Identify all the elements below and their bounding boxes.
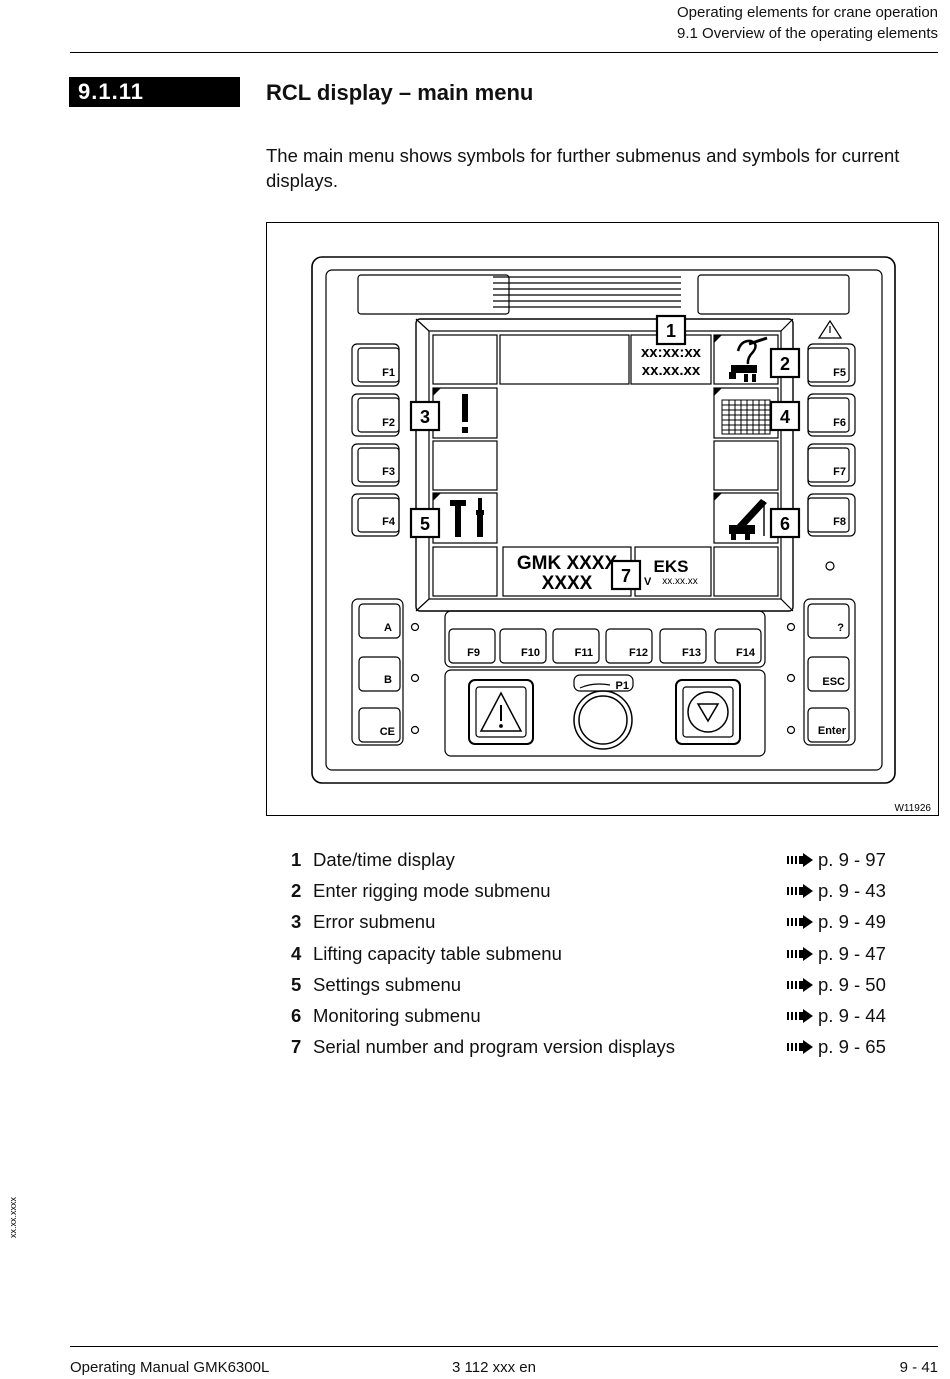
key-f1[interactable]: F1 bbox=[382, 367, 395, 379]
cross-reference-arrow-icon bbox=[787, 884, 813, 899]
callout-7: 7 bbox=[621, 566, 631, 586]
cross-reference-arrow-icon bbox=[787, 977, 813, 992]
legend-page-ref: p. 9 - 44 bbox=[818, 1004, 886, 1026]
callout-3: 3 bbox=[420, 407, 430, 427]
legend-description: Error submenu bbox=[313, 911, 436, 933]
key-f10[interactable]: F10 bbox=[521, 647, 540, 659]
legend-number: 1 bbox=[291, 849, 302, 870]
legend-number: 3 bbox=[291, 911, 302, 933]
legend-item: 4 Lifting capacity table submenu p. 9 - … bbox=[291, 940, 901, 971]
screen-model-line2: XXXX bbox=[542, 573, 593, 594]
screen-model-line1: GMK XXXX bbox=[517, 553, 618, 574]
legend-number: 4 bbox=[291, 942, 302, 964]
cross-reference-arrow-icon bbox=[787, 853, 813, 867]
key-f5[interactable]: F5 bbox=[833, 367, 846, 379]
legend-item: 7 Serial number and program version disp… bbox=[291, 1033, 901, 1064]
callout-2: 2 bbox=[780, 354, 790, 374]
key-f13[interactable]: F13 bbox=[682, 647, 701, 659]
screen-date: xx.xx.xx bbox=[642, 362, 701, 379]
legend-item: 5 Settings submenu p. 9 - 50 bbox=[291, 971, 901, 1002]
legend-page-ref: p. 9 - 65 bbox=[818, 1036, 886, 1058]
page-reference-link[interactable]: p. 9 - 49 bbox=[787, 908, 886, 936]
key-f12[interactable]: F12 bbox=[629, 647, 648, 659]
screen-system: EKS bbox=[654, 557, 689, 576]
rcl-display-figure: xx:xx:xx xx.xx.xx GMK XXXX XXXX EKS V xx… bbox=[266, 222, 939, 816]
callout-5: 5 bbox=[420, 514, 430, 534]
running-header-section: 9.1 Overview of the operating elements bbox=[677, 25, 938, 42]
callout-6: 6 bbox=[780, 514, 790, 534]
legend-page-ref: p. 9 - 97 bbox=[818, 849, 886, 870]
legend-list: 1 Date/time display p. 9 - 97 2 Enter ri… bbox=[291, 846, 901, 1064]
key-esc[interactable]: ESC bbox=[822, 676, 845, 688]
header-rule bbox=[70, 52, 938, 53]
section-title: RCL display – main menu bbox=[266, 80, 534, 105]
legend-item: 2 Enter rigging mode submenu p. 9 - 43 bbox=[291, 877, 901, 908]
screen-version-prefix: V bbox=[644, 576, 652, 588]
key-f6[interactable]: F6 bbox=[833, 417, 846, 429]
legend-description: Settings submenu bbox=[313, 973, 462, 995]
rcl-display-drawing: xx:xx:xx xx.xx.xx GMK XXXX XXXX EKS V xx… bbox=[311, 256, 931, 814]
screen-version: xx.xx.xx bbox=[662, 576, 698, 587]
page-reference-link[interactable]: p. 9 - 97 bbox=[787, 846, 886, 874]
key-f8[interactable]: F8 bbox=[833, 516, 846, 528]
page-reference-link[interactable]: p. 9 - 44 bbox=[787, 1002, 886, 1030]
cross-reference-arrow-icon bbox=[787, 915, 813, 930]
legend-number: 2 bbox=[291, 880, 302, 902]
key-f14[interactable]: F14 bbox=[736, 647, 756, 659]
legend-item: 3 Error submenu p. 9 - 49 bbox=[291, 908, 901, 939]
document-code: xx.xx.xxxx bbox=[8, 1196, 18, 1238]
intro-paragraph: The main menu shows symbols for further … bbox=[266, 145, 900, 191]
cross-reference-arrow-icon bbox=[787, 1008, 813, 1023]
key-f3[interactable]: F3 bbox=[382, 466, 395, 478]
legend-item: 1 Date/time display p. 9 - 97 bbox=[291, 846, 901, 877]
page-number: 9 - 41 bbox=[899, 1359, 938, 1376]
key-a[interactable]: A bbox=[384, 622, 392, 634]
key-f4[interactable]: F4 bbox=[382, 516, 396, 528]
legend-number: 5 bbox=[291, 973, 302, 995]
legend-page-ref: p. 9 - 50 bbox=[818, 973, 886, 995]
legend-page-ref: p. 9 - 49 bbox=[818, 911, 886, 933]
callout-4: 4 bbox=[780, 407, 790, 427]
legend-page-ref: p. 9 - 43 bbox=[818, 880, 886, 902]
cross-reference-arrow-icon bbox=[787, 946, 813, 961]
legend-description: Serial number and program version displa… bbox=[313, 1036, 675, 1058]
key-p1: P1 bbox=[616, 680, 629, 692]
document-code-text: xx.xx.xxxx bbox=[8, 1196, 18, 1238]
key-f9[interactable]: F9 bbox=[467, 647, 480, 659]
running-header-chapter: Operating elements for crane operation bbox=[677, 4, 938, 21]
key-b[interactable]: B bbox=[384, 674, 392, 686]
page-reference-link[interactable]: p. 9 - 43 bbox=[787, 877, 886, 905]
page-reference-link[interactable]: p. 9 - 50 bbox=[787, 971, 886, 999]
key-f7[interactable]: F7 bbox=[833, 466, 846, 478]
key-enter[interactable]: Enter bbox=[818, 725, 847, 737]
legend-page-ref: p. 9 - 47 bbox=[818, 942, 886, 964]
figure-id: W11926 bbox=[894, 803, 931, 814]
page-reference-link[interactable]: p. 9 - 47 bbox=[787, 940, 886, 968]
key-ce[interactable]: CE bbox=[380, 726, 395, 738]
cross-reference-arrow-icon bbox=[787, 1040, 813, 1055]
legend-description: Lifting capacity table submenu bbox=[313, 942, 562, 964]
legend-description: Monitoring submenu bbox=[313, 1004, 481, 1026]
footer-document-number: 3 112 xxx en bbox=[452, 1359, 536, 1376]
key-help[interactable]: ? bbox=[837, 622, 844, 634]
legend-description: Enter rigging mode submenu bbox=[313, 880, 551, 902]
key-f2[interactable]: F2 bbox=[382, 417, 395, 429]
legend-number: 6 bbox=[291, 1004, 302, 1026]
legend-description: Date/time display bbox=[313, 849, 455, 870]
key-f11[interactable]: F11 bbox=[575, 647, 593, 659]
legend-item: 6 Monitoring submenu p. 9 - 44 bbox=[291, 1002, 901, 1033]
screen-time: xx:xx:xx bbox=[641, 344, 702, 361]
callout-1: 1 bbox=[666, 321, 676, 341]
footer-manual-title: Operating Manual GMK6300L bbox=[70, 1359, 270, 1376]
legend-number: 7 bbox=[291, 1036, 302, 1058]
section-number: 9.1.11 bbox=[69, 77, 240, 107]
footer-rule bbox=[70, 1346, 938, 1347]
page-reference-link[interactable]: p. 9 - 65 bbox=[787, 1033, 886, 1061]
